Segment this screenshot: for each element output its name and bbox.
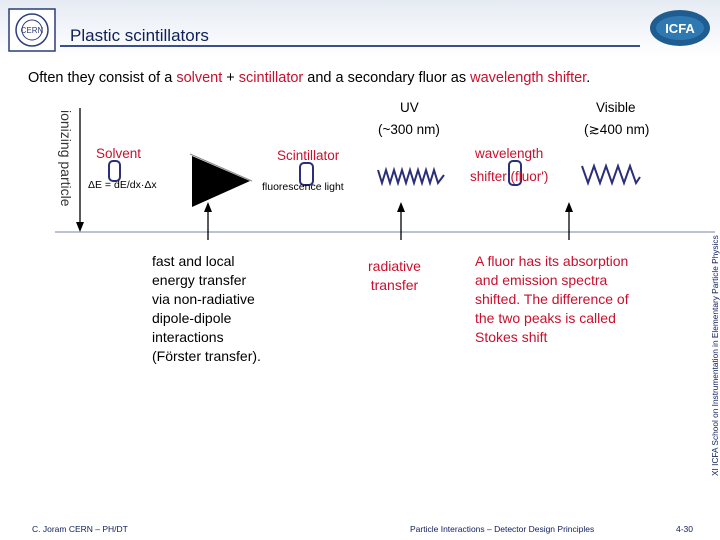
subtitle-text: + bbox=[222, 70, 239, 86]
scintillator-molecule-icon bbox=[299, 162, 314, 186]
uv-label: UV bbox=[400, 100, 419, 115]
solvent-label: Solvent bbox=[96, 146, 142, 161]
energy-formula: ΔE = dE/dx·Δx bbox=[88, 179, 157, 191]
subtitle-shifter: wavelength shifter bbox=[470, 70, 587, 86]
svg-text:ICFA: ICFA bbox=[665, 21, 695, 36]
subtitle-text: and a secondary fluor as bbox=[303, 70, 471, 86]
subtitle-text: . bbox=[586, 70, 591, 86]
header-rule bbox=[60, 45, 640, 47]
fluorescence-label: fluorescence light bbox=[262, 181, 344, 193]
uv-wave-icon bbox=[377, 166, 445, 187]
visible-range: (≳400 nm) bbox=[584, 122, 650, 137]
subtitle-text: Often they consist of a bbox=[28, 70, 177, 86]
stokes-note: A fluor has its absorption and emission … bbox=[475, 253, 629, 345]
svg-text:CERN: CERN bbox=[21, 26, 44, 35]
footer-page-number: 4-30 bbox=[676, 524, 694, 534]
scintillator-label: Scintillator bbox=[277, 148, 340, 163]
forster-note: fast and local energy transfer via non-r… bbox=[152, 253, 261, 364]
footer-course: Particle Interactions – Detector Design … bbox=[410, 524, 595, 534]
solvent-molecule-icon bbox=[108, 160, 121, 182]
footer-author: C. Joram CERN – PH/DT bbox=[32, 524, 128, 534]
fluor-molecule-icon bbox=[508, 160, 522, 186]
subtitle-solvent: solvent bbox=[176, 70, 223, 86]
forster-arrow-head-icon bbox=[204, 202, 212, 212]
icfa-logo-icon: ICFA bbox=[650, 10, 710, 46]
stokes-arrow-head-icon bbox=[565, 202, 573, 212]
cern-logo-icon: CERN bbox=[8, 8, 56, 52]
triangle-shadow bbox=[189, 153, 253, 182]
visible-wave-icon bbox=[581, 162, 641, 187]
header-band bbox=[0, 0, 720, 58]
page-title: Plastic scintillators bbox=[70, 26, 209, 45]
radiative-arrow-head-icon bbox=[397, 202, 405, 212]
shifter-label-line1: wavelength bbox=[475, 146, 544, 161]
subtitle-scintillator: scintillator bbox=[238, 70, 304, 86]
shifter-label-line2: shifter (fluor') bbox=[470, 169, 549, 184]
ionizing-arrow-head-icon bbox=[76, 222, 84, 232]
subtitle: Often they consist of a solvent + scinti… bbox=[28, 70, 590, 86]
radiative-note: radiative transfer bbox=[368, 258, 421, 293]
visible-label: Visible bbox=[596, 100, 636, 115]
energy-transfer-triangle-icon bbox=[192, 156, 250, 207]
uv-range: (~300 nm) bbox=[378, 122, 440, 137]
